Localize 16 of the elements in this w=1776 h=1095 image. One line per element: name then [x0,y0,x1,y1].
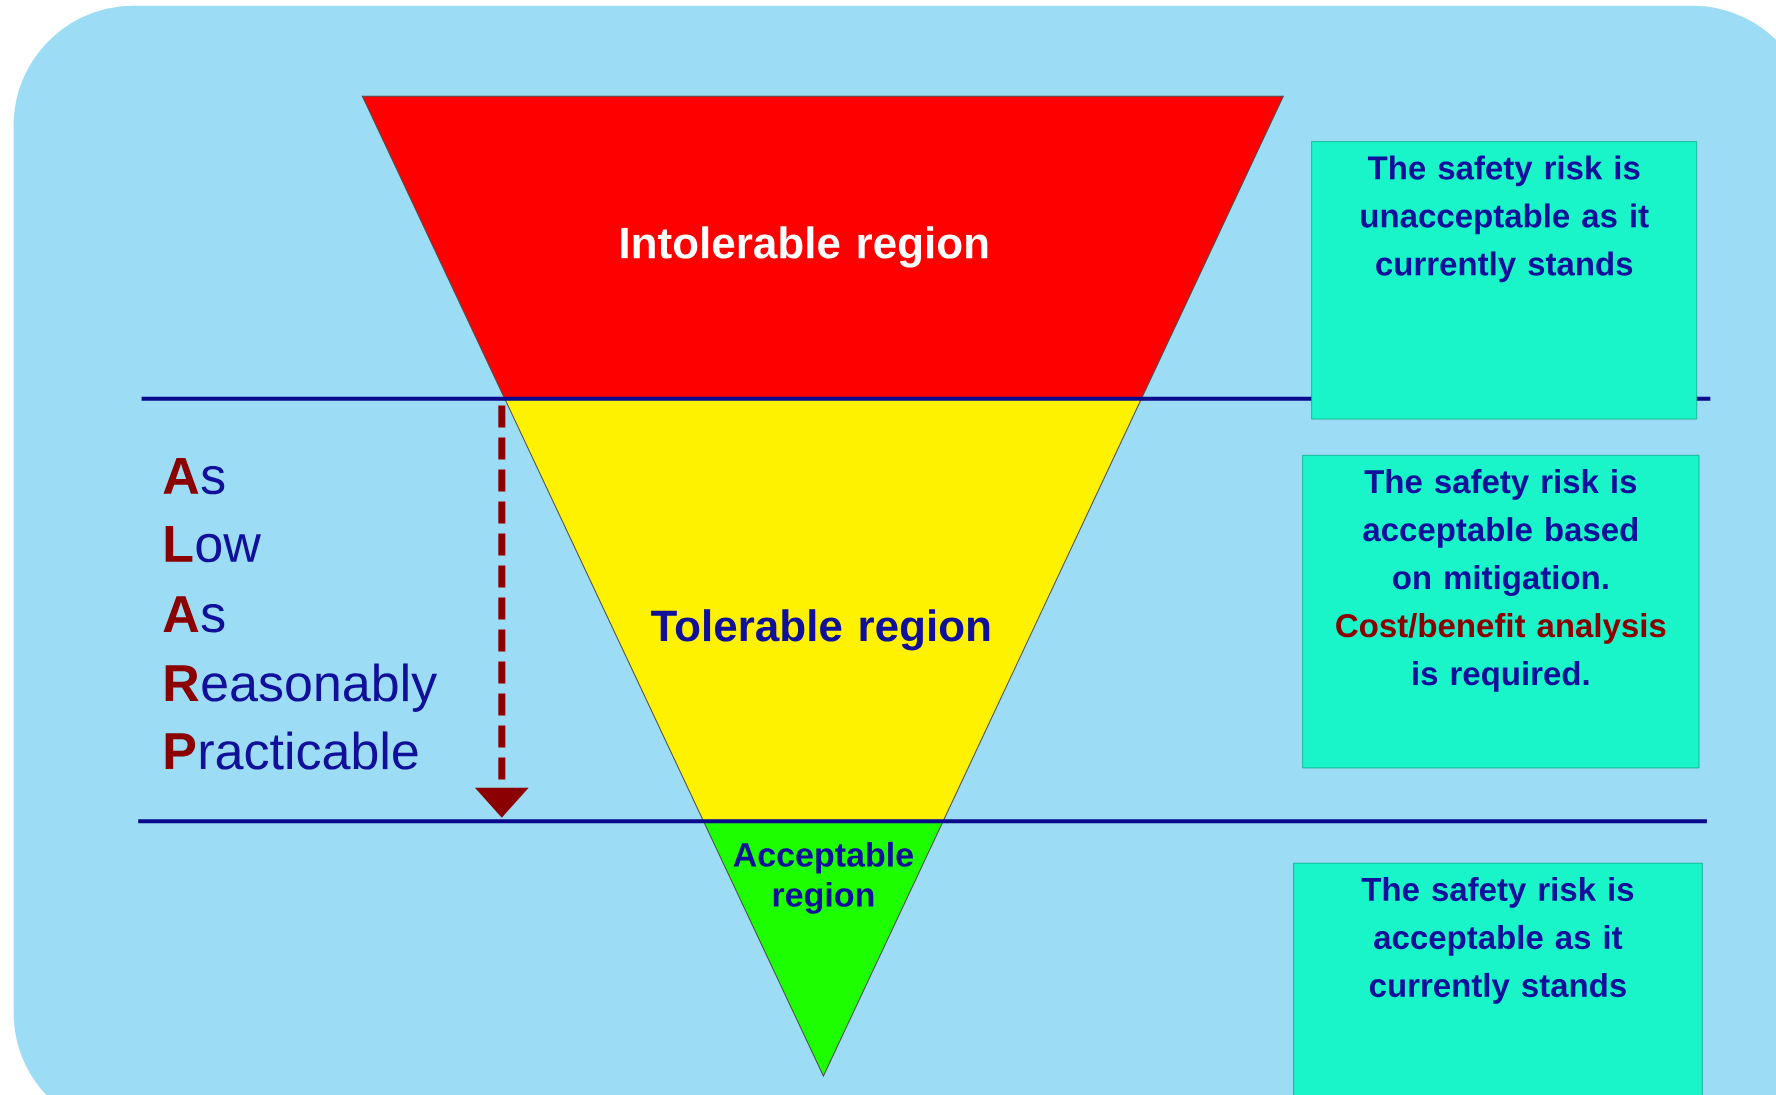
info-box: The safety risk is unacceptable as it currently stands [1311,141,1698,420]
acronym-text: s [201,465,225,495]
acronym-text: A [163,458,199,494]
acronym-text: P [165,733,196,770]
info-box: The safety risk is acceptable based on mitigation. Cost/benefit analysis is required. [1302,454,1700,769]
acronym-text: easonably [202,663,438,712]
triangle-band: Intolerable region [361,95,1284,400]
acronym-text: s [201,604,225,633]
acronym-text: racticable [200,731,418,770]
triangle-band: Acceptable region [703,820,944,1077]
acronym-text: R [165,665,199,702]
acronym-text: A [163,596,199,632]
acronym-text: L [165,526,193,562]
triangle-band: Tolerable region [504,398,1142,822]
info-box: The safety risk is acceptable as it currently stands [1293,862,1703,1095]
acronym-text: ow [196,533,261,563]
